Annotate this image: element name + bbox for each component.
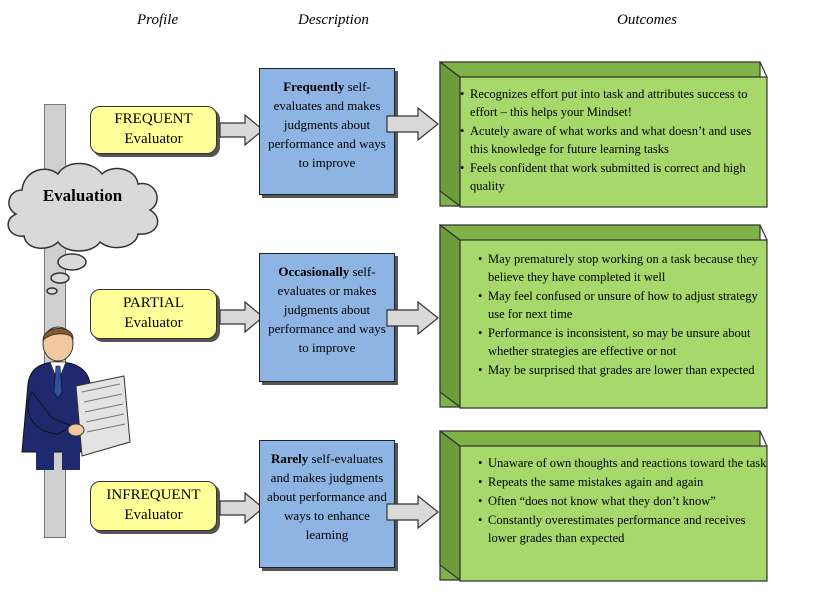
outcome-box-infrequent: Unaware of own thoughts and reactions to… [436, 430, 769, 583]
profile-subtitle: Evaluator [124, 315, 183, 331]
description-header: Description [298, 12, 369, 28]
list-item: Performance is inconsistent, so may be u… [478, 324, 773, 360]
list-item: Constantly overestimates performance and… [478, 511, 773, 547]
profile-subtitle: Evaluator [124, 131, 183, 147]
description-box-partial: Occasionally self-evaluates or makes jud… [259, 253, 395, 382]
description-emphasis: Occasionally [278, 264, 350, 279]
description-text: self-evaluates and makes judgments about… [268, 79, 386, 170]
description-box-frequent: Frequently self-evaluates and makes judg… [259, 68, 395, 195]
description-emphasis: Frequently [283, 79, 345, 94]
evaluation-label: Evaluation [42, 186, 123, 205]
person-reading-icon [12, 322, 142, 477]
outcomes-header: Outcomes [617, 12, 677, 28]
list-item: May be surprised that grades are lower t… [478, 361, 773, 379]
description-text: self-evaluates or makes judgments about … [268, 264, 386, 355]
list-item: May feel confused or unsure of how to ad… [478, 287, 773, 323]
arrow-icon [386, 301, 439, 335]
list-item: Acutely aware of what works and what doe… [460, 122, 770, 158]
cloud-shape-icon [7, 162, 159, 295]
description-box-infrequent: Rarely self-evaluates and makes judgment… [259, 440, 395, 568]
outcome-box-partial: May prematurely stop working on a task b… [436, 224, 769, 410]
list-item: Often “does not know what they don’t kno… [478, 492, 773, 510]
profile-title: PARTIAL [122, 295, 185, 311]
description-text: self-evaluates and makes judgments about… [267, 451, 387, 542]
list-item: Repeats the same mistakes again and agai… [478, 473, 773, 491]
description-emphasis: Rarely [270, 451, 309, 466]
arrow-icon [386, 107, 439, 141]
outcome-list: Recognizes effort put into task and attr… [454, 85, 770, 196]
outcome-box-frequent: Recognizes effort put into task and attr… [436, 61, 769, 209]
list-item: May prematurely stop working on a task b… [478, 250, 773, 286]
profile-box-frequent: FREQUENT Evaluator [90, 106, 217, 154]
profile-box-partial: PARTIAL Evaluator [90, 289, 217, 339]
profile-title: INFREQUENT [106, 487, 201, 503]
arrow-icon [386, 495, 439, 529]
arrow-icon [219, 492, 264, 524]
outcome-list: May prematurely stop working on a task b… [472, 250, 773, 380]
list-item: Unaware of own thoughts and reactions to… [478, 454, 773, 472]
outcome-list: Unaware of own thoughts and reactions to… [472, 454, 773, 548]
list-item: Feels confident that work submitted is c… [460, 159, 770, 195]
evaluation-cloud [0, 150, 170, 300]
profile-header: Profile [137, 12, 179, 28]
arrow-icon [219, 114, 264, 146]
profile-box-infrequent: INFREQUENT Evaluator [90, 481, 217, 531]
list-item: Recognizes effort put into task and attr… [460, 85, 770, 121]
profile-title: FREQUENT [114, 111, 193, 127]
profile-subtitle: Evaluator [124, 507, 183, 523]
arrow-icon [219, 301, 264, 333]
